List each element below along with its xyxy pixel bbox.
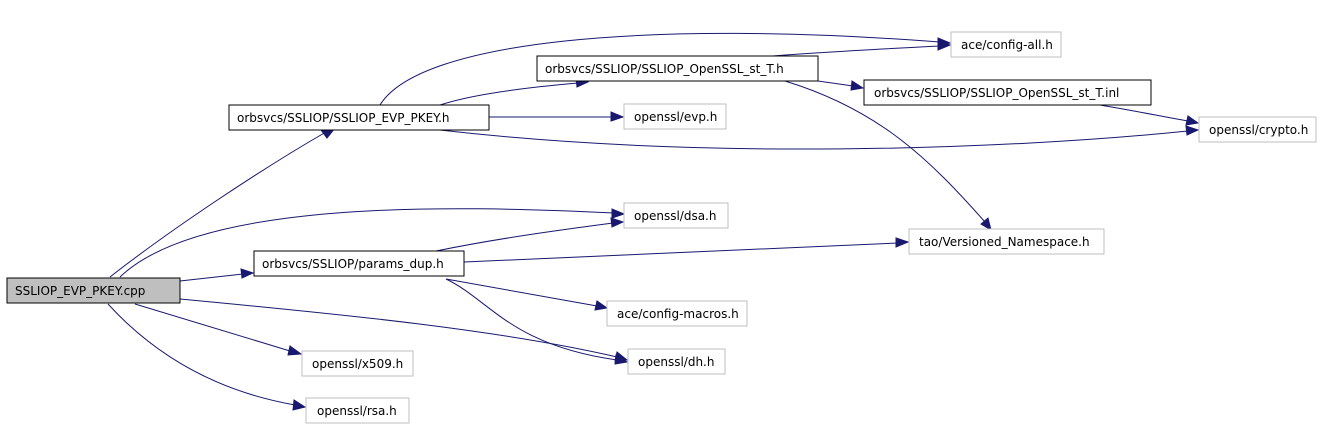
edge-root-to-dh-h: [179, 298, 618, 358]
node-openssl-evp[interactable]: openssl/evp.h: [623, 103, 727, 130]
node-openssl-crypto[interactable]: openssl/crypto.h: [1198, 116, 1317, 143]
svg-text:openssl/dh.h: openssl/dh.h: [638, 355, 714, 369]
node-openssl-st-t-header[interactable]: orbsvcs/SSLIOP/SSLIOP_OpenSSL_st_T.h: [536, 55, 819, 82]
node-tao-versioned-namespace[interactable]: tao/Versioned_Namespace.h: [908, 228, 1105, 255]
edge-root-to-dsa-h: [119, 208, 615, 278]
svg-text:openssl/rsa.h: openssl/rsa.h: [317, 404, 397, 418]
edge-params-dup-to-dsa-h: [435, 222, 614, 252]
edge-evp-pkey-h-to-config-all: [379, 32, 941, 106]
arrowhead: [594, 300, 609, 311]
node-params-dup-header[interactable]: orbsvcs/SSLIOP/params_dup.h: [253, 250, 465, 277]
edges: [107, 32, 1200, 411]
arrowhead: [980, 217, 992, 232]
node-openssl-rsa[interactable]: openssl/rsa.h: [305, 397, 410, 424]
svg-text:tao/Versioned_Namespace.h: tao/Versioned_Namespace.h: [919, 235, 1090, 249]
svg-text:orbsvcs/SSLIOP/SSLIOP_EVP_PKEY: orbsvcs/SSLIOP/SSLIOP_EVP_PKEY.h: [237, 111, 450, 125]
edge-evp-pkey-h-to-crypto-h: [439, 129, 1189, 150]
arrowhead: [614, 354, 629, 365]
svg-text:openssl/dsa.h: openssl/dsa.h: [634, 209, 716, 223]
edge-root-to-rsa-h: [107, 303, 296, 406]
edge-root-to-params-dup-h: [179, 273, 244, 282]
edge-params-dup-to-dh-h: [445, 278, 618, 361]
arrowhead: [292, 399, 307, 411]
svg-text:SSLIOP_EVP_PKEY.cpp: SSLIOP_EVP_PKEY.cpp: [15, 284, 145, 298]
svg-text:ace/config-all.h: ace/config-all.h: [961, 38, 1053, 52]
svg-text:openssl/evp.h: openssl/evp.h: [634, 110, 717, 124]
edge-root-to-evp-pkey-h: [109, 131, 327, 278]
arrowhead: [850, 80, 865, 91]
svg-text:orbsvcs/SSLIOP/SSLIOP_OpenSSL_: orbsvcs/SSLIOP/SSLIOP_OpenSSL_st_T.inl: [874, 86, 1119, 100]
arrowhead: [610, 217, 625, 228]
edge-params-dup-to-config-macros: [445, 278, 598, 307]
edge-st-t-inl-to-crypto-h: [1099, 104, 1189, 122]
svg-text:openssl/crypto.h: openssl/crypto.h: [1209, 123, 1308, 137]
arrowhead: [240, 268, 255, 279]
edge-root-to-x509-h: [134, 303, 291, 352]
arrowhead: [611, 208, 626, 219]
node-root-file[interactable]: SSLIOP_EVP_PKEY.cpp: [6, 277, 181, 304]
node-openssl-st-t-inl[interactable]: orbsvcs/SSLIOP/SSLIOP_OpenSSL_st_T.inl: [863, 79, 1152, 106]
svg-text:ace/config-macros.h: ace/config-macros.h: [617, 307, 739, 321]
edge-evp-pkey-h-to-st-t-h: [439, 82, 579, 106]
arrowhead: [1185, 115, 1200, 126]
edge-st-t-h-to-versioned: [784, 80, 986, 223]
arrowhead: [1185, 125, 1200, 136]
node-openssl-dh[interactable]: openssl/dh.h: [627, 348, 726, 375]
node-ace-config-all[interactable]: ace/config-all.h: [950, 31, 1062, 58]
arrowhead: [895, 237, 910, 248]
svg-text:orbsvcs/SSLIOP/SSLIOP_OpenSSL_: orbsvcs/SSLIOP/SSLIOP_OpenSSL_st_T.h: [545, 62, 784, 76]
node-openssl-x509[interactable]: openssl/x509.h: [301, 350, 414, 377]
arrowhead: [287, 345, 303, 356]
arrowhead: [610, 111, 625, 122]
nodes: SSLIOP_EVP_PKEY.cpp orbsvcs/SSLIOP/SSLIO…: [6, 31, 1317, 424]
svg-text:orbsvcs/SSLIOP/params_dup.h: orbsvcs/SSLIOP/params_dup.h: [262, 257, 444, 271]
svg-text:openssl/x509.h: openssl/x509.h: [312, 357, 403, 371]
edge-st-t-h-to-config-all: [759, 45, 941, 58]
node-ace-config-macros[interactable]: ace/config-macros.h: [606, 300, 748, 327]
edge-params-dup-to-versioned: [463, 242, 899, 263]
arrowhead: [937, 40, 952, 51]
edge-st-t-h-to-st-t-inl: [817, 80, 854, 87]
node-evp-pkey-header[interactable]: orbsvcs/SSLIOP/SSLIOP_EVP_PKEY.h: [228, 104, 490, 131]
node-openssl-dsa[interactable]: openssl/dsa.h: [623, 202, 729, 229]
